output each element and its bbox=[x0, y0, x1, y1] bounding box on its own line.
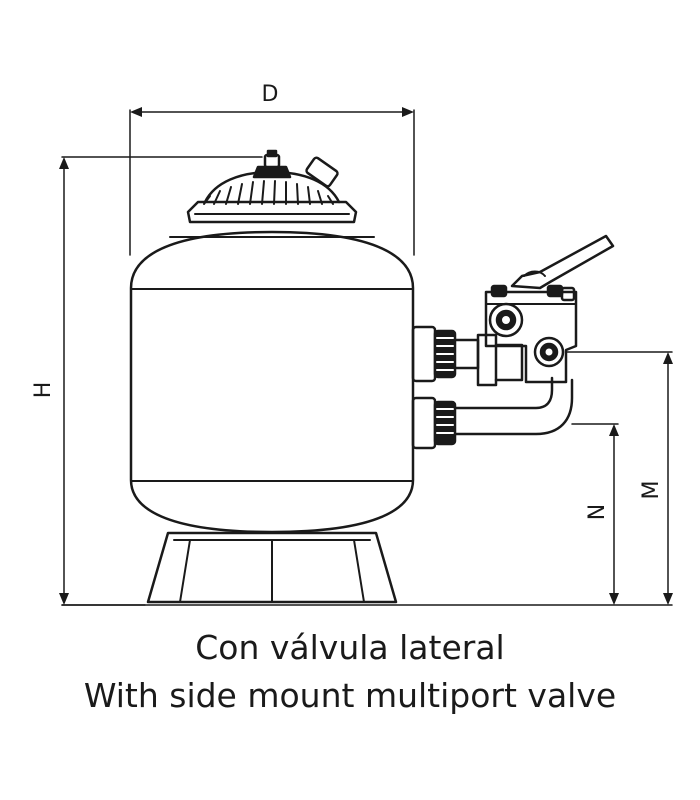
upper-union bbox=[411, 325, 457, 383]
lower-union bbox=[411, 396, 457, 450]
filter-tank bbox=[129, 230, 415, 534]
dimension-d-label: D bbox=[262, 82, 279, 107]
tank-lid bbox=[186, 149, 358, 224]
caption-spanish: Con válvula lateral bbox=[195, 628, 505, 667]
dimension-n: N bbox=[571, 423, 619, 605]
dimension-d: D bbox=[129, 82, 415, 256]
tank-base bbox=[146, 531, 398, 604]
dimension-m-label: M bbox=[639, 481, 664, 500]
dimension-m: M bbox=[565, 351, 673, 605]
dimension-n-label: N bbox=[585, 504, 610, 520]
dimension-h: H bbox=[31, 156, 263, 606]
dimension-h-label: H bbox=[31, 382, 56, 399]
caption-english: With side mount multiport valve bbox=[83, 676, 617, 715]
multiport-valve bbox=[484, 234, 615, 384]
